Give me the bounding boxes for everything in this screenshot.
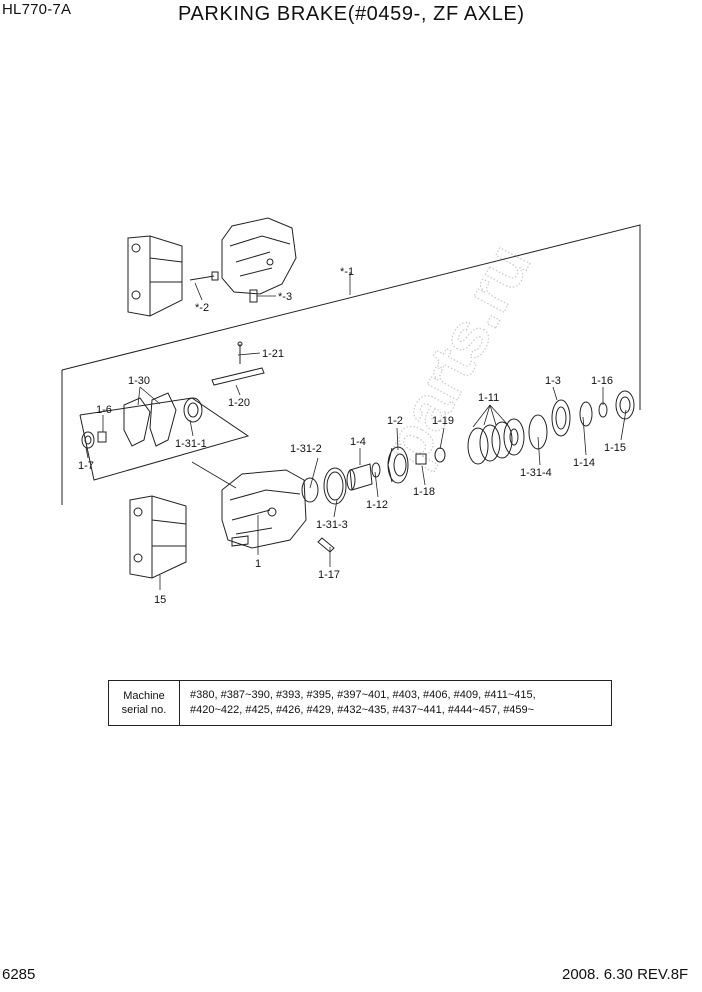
brake-housing-1	[221, 469, 307, 549]
carrier-1-2	[387, 446, 409, 484]
label-15: 15	[154, 594, 166, 606]
serial-table-header: Machine serial no.	[109, 681, 180, 725]
brake-pad-upper	[127, 235, 183, 317]
bolt-1-17	[317, 537, 335, 553]
label-1-11: 1-11	[478, 392, 499, 404]
label-1-31-1: 1-31-1	[175, 438, 207, 450]
label-1-18: 1-18	[413, 486, 435, 498]
label-1-15: 1-15	[604, 442, 626, 454]
label-1-3: 1-3	[545, 375, 561, 387]
rod-1-20	[211, 367, 265, 386]
disc-pack-1-11	[467, 418, 525, 465]
label-1-16: 1-16	[591, 375, 613, 387]
spring-1-6	[97, 431, 107, 443]
label-1-31-3: 1-31-3	[316, 519, 348, 531]
page-title: PARKING BRAKE(#0459-, ZF AXLE)	[178, 3, 525, 25]
brake-pad-lower	[129, 495, 187, 579]
serial-values-line2: #420~422, #425, #426, #429, #432~435, #4…	[190, 704, 535, 716]
revision-date: 2008. 6.30 REV.8F	[562, 966, 689, 983]
label-1-31-4: 1-31-4	[520, 467, 552, 479]
label-1-21: 1-21	[262, 348, 284, 360]
seal-1-31-1	[183, 397, 203, 423]
label-1-7: 1-7	[78, 460, 94, 472]
ring-1-31-2	[301, 477, 319, 503]
pin-1-21	[237, 341, 243, 364]
bushing-1-18	[415, 453, 427, 465]
label-1-20: 1-20	[228, 397, 250, 409]
bolt-star-2	[189, 271, 219, 281]
caliper-housing-upper	[221, 217, 297, 295]
label-star-3: *-3	[278, 291, 292, 303]
page-number: 6285	[2, 966, 36, 983]
label-1-12: 1-12	[366, 499, 388, 511]
serial-header-line2: serial no.	[121, 704, 167, 716]
brake-shoes-1-30	[123, 392, 177, 447]
washer-1-16	[598, 402, 608, 418]
label-star-2: *-2	[195, 302, 209, 314]
seal-1-7	[81, 431, 95, 449]
label-1-17: 1-17	[318, 569, 340, 581]
label-1: 1	[255, 558, 261, 570]
label-1-30: 1-30	[128, 375, 150, 387]
label-1-31-2: 1-31-2	[290, 443, 322, 455]
oring-1-31-4	[528, 414, 548, 450]
fitting-star-3	[249, 289, 258, 303]
serial-table-values: #380, #387~390, #393, #395, #397~401, #4…	[180, 681, 611, 725]
label-star-1: *-1	[340, 266, 354, 278]
serial-values-line1: #380, #387~390, #393, #395, #397~401, #4…	[190, 689, 536, 701]
label-1-6: 1-6	[96, 404, 112, 416]
bearing-1-19	[434, 447, 446, 463]
leader-lines	[85, 272, 627, 590]
serial-header-line1: Machine	[123, 690, 165, 702]
label-1-14: 1-14	[573, 457, 595, 469]
label-1-4: 1-4	[350, 436, 366, 448]
serial-number-table: Machine serial no. #380, #387~390, #393,…	[108, 680, 612, 726]
label-1-19: 1-19	[432, 415, 454, 427]
oring-1-12	[371, 462, 381, 478]
bearing-1-15	[615, 390, 635, 420]
assembly-outline	[61, 224, 641, 505]
label-1-2: 1-2	[387, 415, 403, 427]
piston-1-4	[346, 463, 373, 491]
model-code: HL770-7A	[2, 1, 72, 18]
ring-1-3	[551, 399, 571, 437]
snap-ring-1-14	[579, 401, 593, 427]
ring-1-31-3	[323, 467, 347, 505]
